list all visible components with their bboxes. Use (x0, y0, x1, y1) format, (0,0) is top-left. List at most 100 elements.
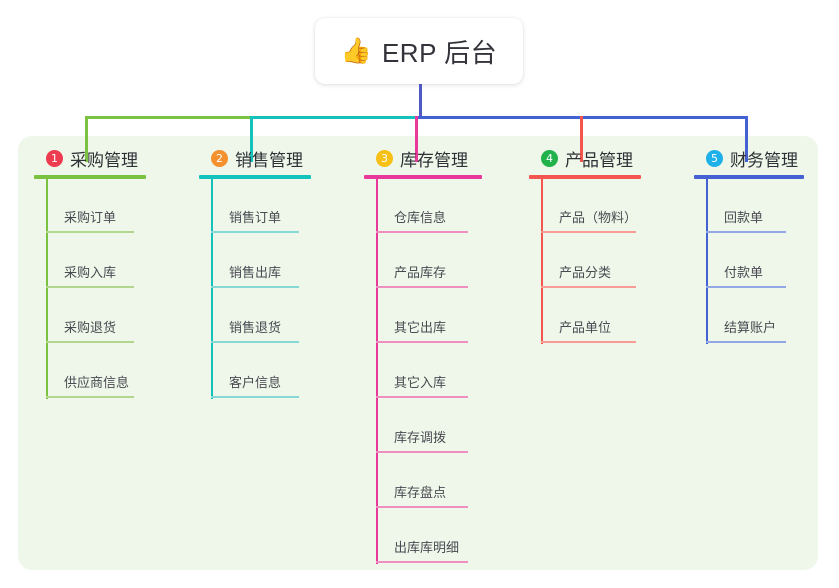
leaf-underline (46, 231, 134, 233)
leaf-underline (211, 286, 299, 288)
leaf-node[interactable]: 库存盘点 (376, 454, 482, 509)
leaf-underline (376, 396, 468, 398)
branch-number-badge: 3 (376, 149, 393, 167)
leaf-node[interactable]: 回款单 (706, 179, 804, 234)
leaf-label: 销售出库 (229, 265, 282, 280)
leaf-node[interactable]: 销售退货 (211, 289, 311, 344)
branch-title: 财务管理 (730, 150, 798, 170)
branch-drop-line (415, 116, 418, 162)
leaf-node[interactable]: 采购订单 (46, 179, 146, 234)
branch-column: 1 采购管理采购订单采购入库采购退货供应商信息 (34, 146, 146, 399)
branch-drop-line (580, 116, 583, 162)
branch-items: 销售订单销售出库销售退货客户信息 (199, 179, 311, 399)
root-node-title: ERP 后台 (381, 37, 498, 68)
leaf-label: 采购入库 (64, 265, 117, 280)
branch-title: 产品管理 (565, 150, 633, 170)
leaf-label: 客户信息 (229, 375, 282, 390)
leaf-label: 其它入库 (394, 375, 447, 390)
leaf-node[interactable]: 产品分类 (541, 234, 641, 289)
branch-spine (706, 179, 708, 344)
branch-items: 回款单付款单结算账户 (694, 179, 804, 344)
root-node-card[interactable]: 👍 ERP 后台 (315, 18, 523, 84)
leaf-label: 其它出库 (394, 320, 447, 335)
branch-drop-line (250, 116, 253, 162)
branch-column: 5 财务管理回款单付款单结算账户 (694, 146, 804, 344)
branch-column: 4 产品管理产品（物料） 产品分类产品单位 (529, 146, 641, 344)
leaf-node[interactable]: 采购入库 (46, 234, 146, 289)
leaf-node[interactable]: 客户信息 (211, 344, 311, 399)
leaf-node[interactable]: 库存调拨 (376, 399, 482, 454)
leaf-node[interactable]: 销售订单 (211, 179, 311, 234)
branch-drop-line (85, 116, 88, 162)
branch-number-badge: 1 (46, 149, 63, 167)
connector-segment-1 (85, 116, 250, 119)
leaf-underline (46, 341, 134, 343)
branch-underline (529, 175, 641, 179)
leaf-node[interactable]: 出库库明细 (376, 509, 482, 564)
branch-title: 采购管理 (70, 150, 138, 170)
leaf-underline (46, 396, 134, 398)
branches-panel (18, 136, 818, 570)
leaf-underline (541, 341, 636, 343)
leaf-underline (706, 231, 786, 233)
leaf-label: 销售订单 (229, 210, 282, 225)
leaf-node[interactable]: 采购退货 (46, 289, 146, 344)
leaf-label: 库存调拨 (394, 430, 447, 445)
branch-header[interactable]: 4 产品管理 (529, 146, 641, 170)
leaf-label: 回款单 (724, 210, 764, 225)
leaf-label: 采购退货 (64, 320, 117, 335)
leaf-node[interactable]: 其它入库 (376, 344, 482, 399)
branch-title: 库存管理 (400, 150, 468, 170)
branch-header[interactable]: 5 财务管理 (694, 146, 804, 170)
branch-header[interactable]: 3 库存管理 (364, 146, 482, 170)
leaf-underline (706, 286, 786, 288)
branch-spine (541, 179, 543, 344)
branch-items: 产品（物料） 产品分类产品单位 (529, 179, 641, 344)
branch-spine (211, 179, 213, 399)
branch-underline (199, 175, 311, 179)
leaf-underline (211, 341, 299, 343)
branch-spine (46, 179, 48, 399)
leaf-label: 库存盘点 (394, 485, 447, 500)
leaf-label: 产品（物料） (559, 210, 638, 225)
leaf-underline (706, 341, 786, 343)
leaf-node[interactable]: 供应商信息 (46, 344, 146, 399)
branch-underline (34, 175, 146, 179)
connector-segment-2 (250, 116, 415, 119)
leaf-underline (376, 561, 468, 563)
leaf-underline (376, 341, 468, 343)
branch-header[interactable]: 1 采购管理 (34, 146, 146, 170)
leaf-underline (541, 231, 636, 233)
leaf-label: 产品单位 (559, 320, 612, 335)
leaf-node[interactable]: 产品库存 (376, 234, 482, 289)
leaf-node[interactable]: 结算账户 (706, 289, 804, 344)
leaf-label: 结算账户 (724, 320, 777, 335)
leaf-underline (376, 231, 468, 233)
leaf-underline (376, 506, 468, 508)
branch-title: 销售管理 (235, 150, 303, 170)
leaf-label: 出库库明细 (394, 540, 460, 555)
leaf-node[interactable]: 付款单 (706, 234, 804, 289)
leaf-underline (46, 286, 134, 288)
leaf-underline (376, 286, 468, 288)
branch-spine (376, 179, 378, 564)
leaf-node[interactable]: 其它出库 (376, 289, 482, 344)
leaf-node[interactable]: 产品单位 (541, 289, 641, 344)
leaf-node[interactable]: 产品（物料） (541, 179, 641, 234)
leaf-label: 供应商信息 (64, 375, 130, 390)
branch-items: 仓库信息产品库存其它出库其它入库库存调拨库存盘点出库库明细 (364, 179, 482, 564)
leaf-node[interactable]: 销售出库 (211, 234, 311, 289)
leaf-label: 采购订单 (64, 210, 117, 225)
leaf-underline (541, 286, 636, 288)
leaf-label: 仓库信息 (394, 210, 447, 225)
branch-number-badge: 4 (541, 149, 558, 167)
branch-number-badge: 5 (706, 149, 723, 167)
branch-drop-line (745, 116, 748, 162)
leaf-label: 产品分类 (559, 265, 612, 280)
leaf-underline (376, 451, 468, 453)
branch-items: 采购订单采购入库采购退货供应商信息 (34, 179, 146, 399)
leaf-node[interactable]: 仓库信息 (376, 179, 482, 234)
